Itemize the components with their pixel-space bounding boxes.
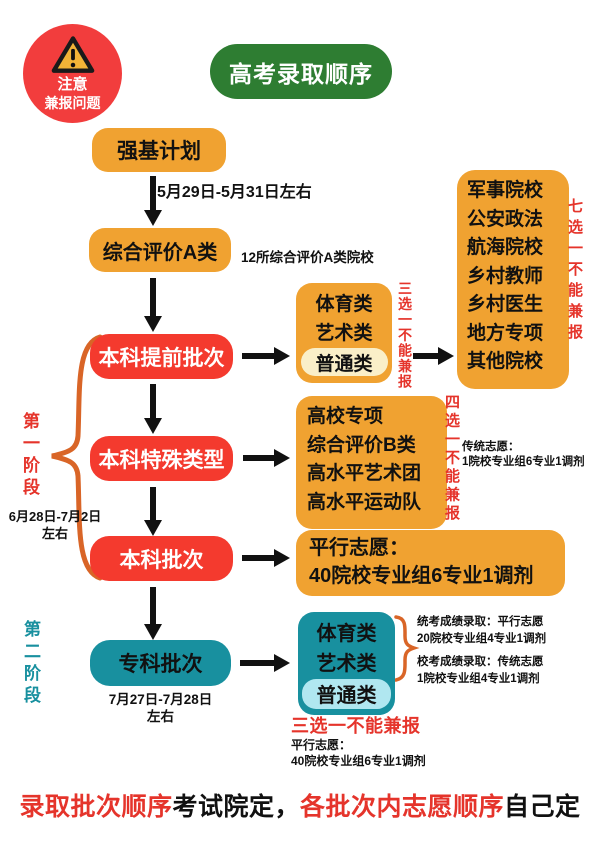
seven-item: 乡村教师: [467, 265, 544, 287]
parallel-line2: 40院校专业组6专业1调剂: [309, 565, 534, 587]
four-item: 高校专项: [307, 406, 384, 427]
parallel-line1: 平行志愿：: [309, 537, 409, 559]
node-zhuanke-pici: 专科批次: [90, 640, 231, 686]
caption-xiaokao-line1: 校考成绩录取：传统志愿: [417, 656, 544, 668]
caption-tongkao: 统考成绩录取：平行志愿 20院校专业组4专业1调剂 校考成绩录取：传统志愿 1院…: [417, 614, 546, 688]
group-parallel-zhiyuan: 平行志愿： 40院校专业组6专业1调剂: [296, 530, 565, 596]
date-zhuanke: 7月27日-7月28日 左右: [98, 691, 223, 725]
four-item: 综合评价B类: [307, 434, 416, 456]
four-item: 高水平艺术团: [307, 463, 422, 484]
date-qiangji: 5月29日-5月31日左右: [157, 184, 312, 201]
caption-parallel-bottom: 平行志愿： 40院校专业组6专业1调剂: [291, 738, 426, 769]
seven-item: 其他院校: [467, 351, 544, 372]
node-benke-tiqian: 本科提前批次: [90, 334, 233, 379]
caption-tongkao-line2: 20院校专业组4专业1调剂: [417, 633, 547, 645]
node-qiangji-jihua: 强基计划: [92, 128, 226, 172]
caption-tongkao-line1: 统考成绩录取：平行志愿: [417, 616, 544, 628]
date-zhuanke-line1: 7月27日-7月28日: [108, 692, 213, 707]
stage2-label: 第二阶段: [21, 620, 40, 708]
sports1-item-tiyu: 体育类: [315, 294, 373, 315]
seven-item: 军事院校: [467, 180, 544, 201]
footer-seg2: 考试院定，: [172, 793, 300, 821]
page-title: 高考录取顺序: [210, 44, 392, 99]
stage1-date: 6月28日-7月2日 左右: [0, 508, 110, 542]
seven-item: 公安政法: [467, 208, 544, 230]
seven-item: 航海院校: [467, 237, 544, 258]
caption-chuantong-line2: 1院校专业组6专业1调剂: [462, 456, 585, 468]
sports2-item-tiyu: 体育类: [316, 622, 377, 645]
stage1-date-line2: 左右: [41, 526, 68, 541]
badge-line2: 兼报问题: [44, 95, 101, 111]
node-benke-pici: 本科批次: [90, 536, 233, 581]
footer-slogan: 录取批次顺序考试院定，各批次内志愿顺序自己定: [0, 787, 600, 823]
footer-seg3: 各批次内志愿顺序: [300, 793, 505, 821]
stage1-label: 第一阶段: [20, 412, 39, 500]
sports2-brace: [394, 615, 420, 682]
note-zhpj-a: 12所综合评价A类院校: [241, 250, 374, 265]
seven-item: 地方专项: [467, 322, 544, 344]
node-benke-teshu: 本科特殊类型: [90, 436, 233, 481]
note-sanxuan2: 三选一不能兼报: [291, 716, 421, 736]
note-vertical-sixuan: 四选一不能兼报: [443, 394, 460, 524]
group-sports2: 体育类 艺术类 普通类: [298, 612, 395, 715]
sports2-pill-putong: 普通类: [302, 678, 391, 709]
caption-chuantong: 传统志愿： 1院校专业组6专业1调剂: [462, 440, 585, 470]
four-item: 高水平运动队: [307, 491, 422, 513]
footer-seg4: 自己定: [504, 793, 581, 821]
seven-item: 乡村医生: [467, 294, 544, 315]
warning-badge: 注意 兼报问题: [23, 24, 122, 123]
caption-parallel-bottom-line2: 40院校专业组6专业1调剂: [291, 753, 426, 768]
sports2-item-yishu: 艺术类: [316, 652, 377, 675]
badge-line1: 注意: [57, 76, 88, 93]
group-sports1: 体育类 艺术类 普通类: [296, 283, 392, 383]
sports1-pill-putong: 普通类: [300, 348, 388, 376]
caption-chuantong-line1: 传统志愿：: [462, 441, 520, 453]
sports1-item-yishu: 艺术类: [315, 323, 373, 344]
node-zhpj-a: 综合评价A类: [89, 228, 231, 272]
caption-parallel-bottom-line1: 平行志愿：: [291, 738, 352, 752]
footer-seg1: 录取批次顺序: [19, 793, 173, 821]
date-zhuanke-line2: 左右: [147, 709, 174, 724]
group-four-categories: 高校专项 综合评价B类 高水平艺术团 高水平运动队: [296, 396, 447, 529]
note-vertical-sanxuan1: 三选一不能兼报: [397, 281, 413, 390]
stage1-date-line1: 6月28日-7月2日: [8, 509, 102, 524]
note-vertical-qixuan: 七选一不能兼报: [566, 198, 583, 345]
group-seven-categories: 军事院校 公安政法 航海院校 乡村教师 乡村医生 地方专项 其他院校: [457, 170, 569, 389]
caption-xiaokao-line2: 1院校专业组4专业1调剂: [417, 673, 540, 685]
warning-triangle-icon: [51, 36, 94, 73]
